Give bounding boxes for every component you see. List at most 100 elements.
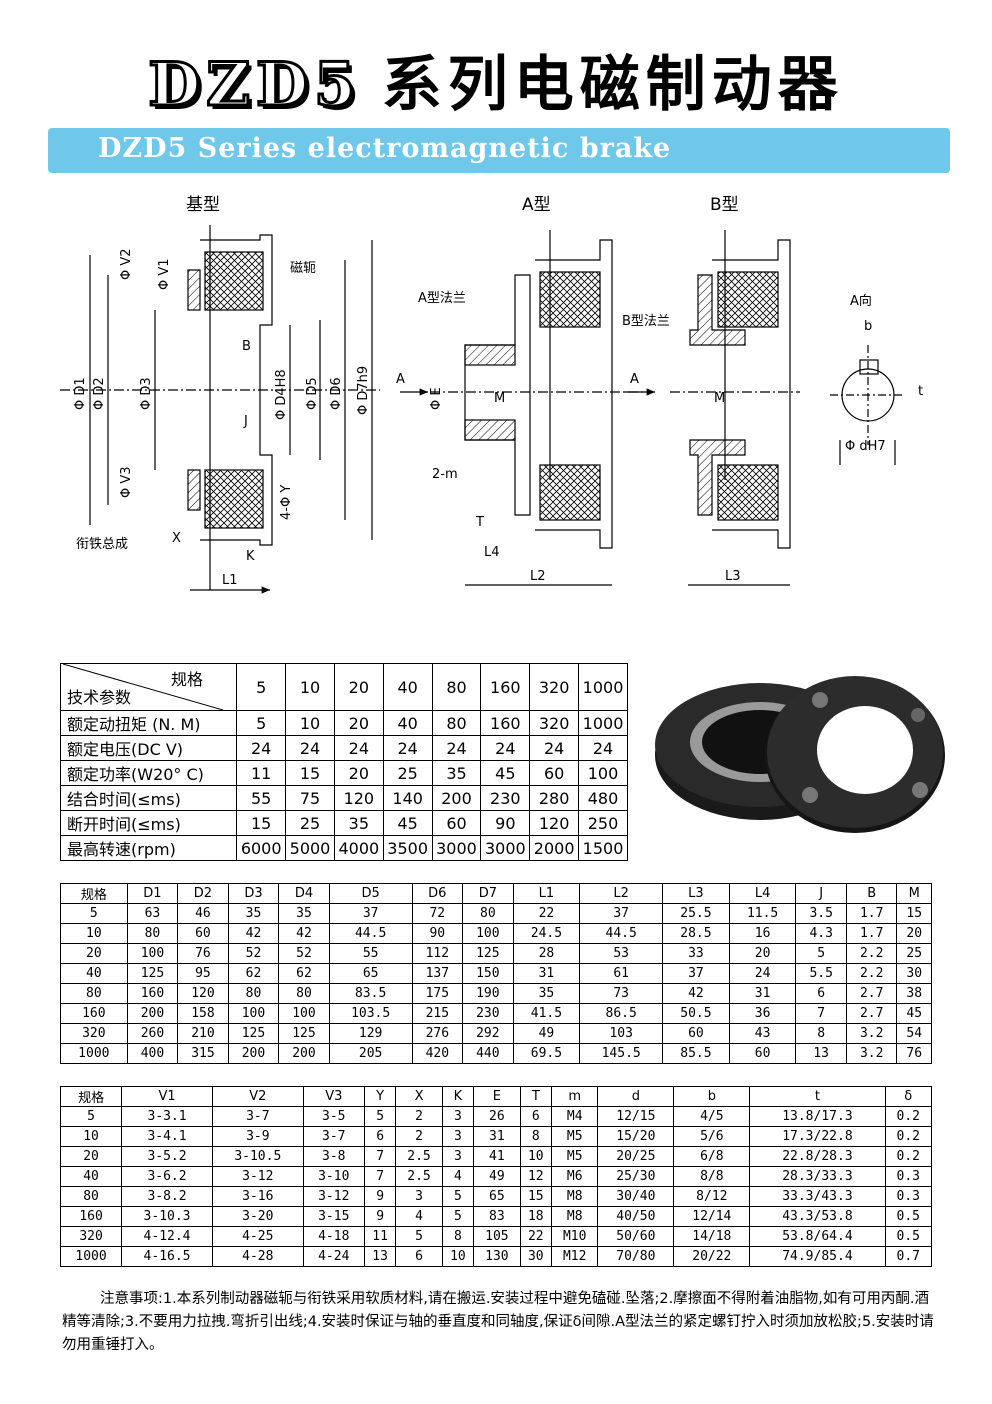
table-cell: 0.3 — [884, 1166, 933, 1187]
table-cell: 20/25 — [597, 1146, 675, 1167]
table-cell: 260 — [126, 1023, 179, 1044]
table-cell: 18 — [519, 1206, 553, 1227]
spec-cell: 80 — [431, 663, 482, 711]
table-cell: 3-7 — [211, 1106, 304, 1127]
table-cell: 80 — [59, 1186, 123, 1207]
table-cell: 37 — [579, 903, 664, 924]
spec-cell: 1000 — [578, 663, 628, 711]
label-l3: L3 — [725, 569, 741, 584]
table-cell: 4-12.4 — [121, 1226, 213, 1247]
column-header: L3 — [662, 883, 730, 904]
column-header: d — [597, 1086, 675, 1107]
param-value: 140 — [382, 785, 433, 811]
table-cell: 33.3/43.3 — [749, 1186, 886, 1207]
table-cell: 55 — [328, 943, 413, 964]
table-cell: M4 — [551, 1106, 599, 1127]
table-cell: 76 — [177, 943, 229, 964]
table-cell: 25 — [896, 943, 932, 964]
table-cell: 33 — [662, 943, 730, 964]
table-cell: 3-4.1 — [121, 1126, 213, 1147]
table-cell: 3-10.5 — [211, 1146, 304, 1167]
param-value: 5 — [236, 710, 287, 736]
table-cell: 175 — [411, 983, 464, 1004]
spec-cell: 20 — [333, 663, 384, 711]
table-cell: 44.5 — [328, 923, 413, 944]
table-cell: 31 — [512, 963, 581, 984]
table-cell: 190 — [462, 983, 514, 1004]
label-x: X — [172, 531, 181, 546]
label-2-m: 2-m — [432, 467, 458, 482]
column-header: B — [845, 883, 898, 904]
column-header: M — [896, 883, 932, 904]
label-phi-d4h8: Φ D4H8 — [274, 369, 289, 420]
table-cell: 205 — [328, 1043, 413, 1064]
param-value: 120 — [333, 785, 384, 811]
label-phi-e: Φ E — [429, 387, 444, 410]
table-cell: 10 — [519, 1146, 553, 1167]
table-cell: 5.5 — [795, 963, 847, 984]
table-cell: 30/40 — [597, 1186, 675, 1207]
table-cell: 440 — [462, 1043, 514, 1064]
table-cell: 8/12 — [673, 1186, 751, 1207]
subtitle-banner: DZD5 Series electromagnetic brake — [48, 128, 950, 173]
table-cell: 61 — [579, 963, 664, 984]
param-value: 24 — [285, 735, 335, 761]
column-header: D5 — [328, 883, 413, 904]
table-cell: 0.7 — [884, 1246, 933, 1267]
table-cell: 3-3.1 — [121, 1106, 213, 1127]
table-cell: 2.2 — [845, 943, 898, 964]
table-cell: 8/8 — [673, 1166, 751, 1187]
param-value: 24 — [431, 735, 482, 761]
table-cell: 3-15 — [302, 1206, 365, 1227]
param-value: 200 — [431, 785, 482, 811]
table-cell: 8 — [441, 1226, 475, 1247]
param-value: 24 — [382, 735, 433, 761]
table-cell: 1.7 — [845, 903, 898, 924]
table-cell: 4.3 — [795, 923, 847, 944]
table-cell: 3-5 — [302, 1106, 365, 1127]
table-cell: 35 — [278, 903, 330, 924]
param-value: 35 — [431, 760, 482, 786]
table-cell: 37 — [662, 963, 730, 984]
table-cell: M5 — [551, 1126, 599, 1147]
param-value: 20 — [333, 760, 384, 786]
label-l4: L4 — [484, 545, 500, 560]
label-t-small: t — [918, 384, 923, 399]
table-cell: 3-6.2 — [121, 1166, 213, 1187]
table-cell: 95 — [177, 963, 229, 984]
table-cell: 72 — [411, 903, 464, 924]
table-cell: 3-10 — [302, 1166, 365, 1187]
diagonal-line — [63, 664, 223, 710]
param-value: 4000 — [333, 835, 384, 861]
table-cell: 200 — [126, 1003, 179, 1024]
column-header: V3 — [302, 1086, 365, 1107]
column-header: L2 — [579, 883, 664, 904]
table-cell: 7 — [795, 1003, 847, 1024]
table-cell: 6/8 — [673, 1146, 751, 1167]
param-label: 额定功率(W20° C) — [59, 760, 238, 786]
label-m-b: M — [714, 391, 725, 406]
table-cell: 90 — [411, 923, 464, 944]
table-cell: 3-12 — [211, 1166, 304, 1187]
table-cell: 105 — [473, 1226, 521, 1247]
table-cell: 4-24 — [302, 1246, 365, 1267]
table-cell: 3-20 — [211, 1206, 304, 1227]
table-cell: 10 — [59, 1126, 123, 1147]
table-cell: 50.5 — [662, 1003, 730, 1024]
table-cell: 3-8.2 — [121, 1186, 213, 1207]
table-cell: M8 — [551, 1206, 599, 1227]
column-header: L1 — [512, 883, 581, 904]
label-phi-d3: Φ D3 — [139, 377, 154, 410]
table-cell: 2.5 — [395, 1146, 443, 1167]
param-value: 24 — [333, 735, 384, 761]
label-phi-v2: Φ V2 — [119, 248, 134, 280]
table-cell: 2.7 — [845, 983, 898, 1004]
spec-cell: 5 — [236, 663, 287, 711]
param-value: 60 — [431, 810, 482, 836]
